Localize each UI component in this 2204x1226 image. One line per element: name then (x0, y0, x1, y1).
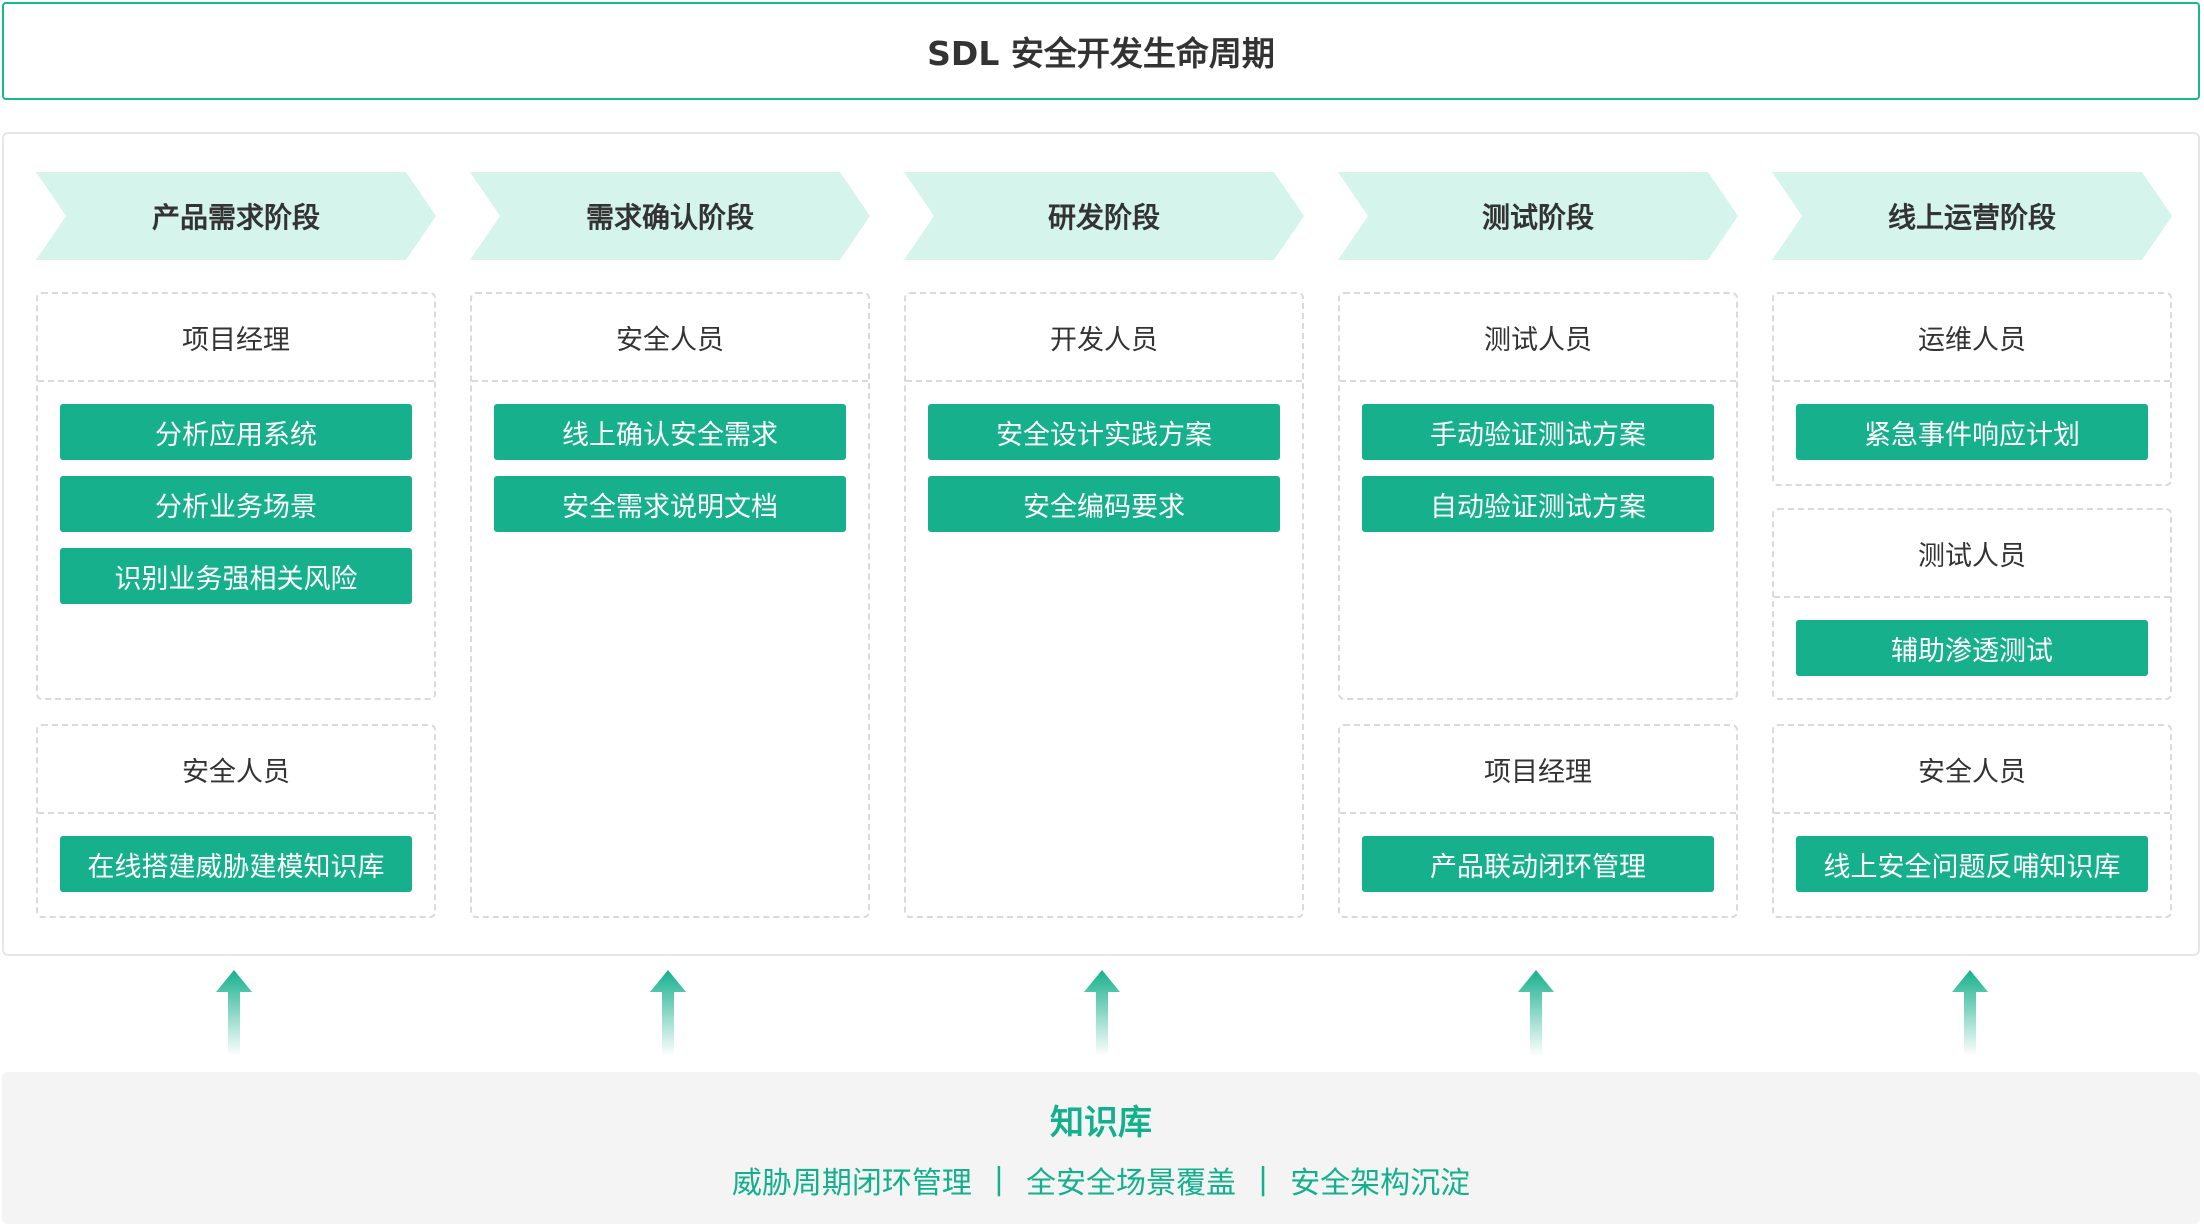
stage-label: 测试阶段 (1481, 201, 1594, 234)
task-item: 自动验证测试方案 (1362, 476, 1714, 532)
role-title: 安全人员 (472, 294, 868, 382)
task-item: 安全设计实践方案 (928, 404, 1280, 460)
role-title: 项目经理 (1340, 726, 1736, 814)
task-item: 在线搭建威胁建模知识库 (60, 836, 412, 892)
role-title: 测试人员 (1340, 294, 1736, 382)
role-group: 测试人员 手动验证测试方案 自动验证测试方案 (1338, 292, 1738, 700)
stage-column-online-operations: 线上运营阶段 运维人员 紧急事件响应计划 测试人员 辅助渗透测试 安全人员 线上… (1772, 172, 2172, 918)
task-item: 安全编码要求 (928, 476, 1280, 532)
knowledge-base-items: 威胁周期闭环管理 | 全安全场景覆盖 | 安全架构沉淀 (732, 1158, 1470, 1202)
task-item: 线上安全问题反哺知识库 (1796, 836, 2148, 892)
role-group: 测试人员 辅助渗透测试 (1772, 508, 2172, 700)
stage-header: 产品需求阶段 (36, 172, 436, 260)
task-item: 分析业务场景 (60, 476, 412, 532)
role-title: 安全人员 (1774, 726, 2170, 814)
role-group: 项目经理 产品联动闭环管理 (1338, 724, 1738, 918)
stage-column-development: 研发阶段 开发人员 安全设计实践方案 安全编码要求 (904, 172, 1304, 918)
knowledge-base-title: 知识库 (1050, 1102, 1152, 1143)
up-arrow-icon (1084, 970, 1120, 1056)
task-item: 分析应用系统 (60, 404, 412, 460)
chevron-arrow-shape (1772, 172, 2172, 260)
role-group: 开发人员 安全设计实践方案 安全编码要求 (904, 292, 1304, 918)
knowledge-base-panel: 知识库 威胁周期闭环管理 | 全安全场景覆盖 | 安全架构沉淀 (2, 1072, 2200, 1224)
stage-column-requirements-confirmation: 需求确认阶段 安全人员 线上确认安全需求 安全需求说明文档 (470, 172, 870, 918)
chevron-arrow-shape (36, 172, 436, 260)
task-item: 手动验证测试方案 (1362, 404, 1714, 460)
task-item: 识别业务强相关风险 (60, 548, 412, 604)
task-item: 线上确认安全需求 (494, 404, 846, 460)
separator: | (993, 1162, 1004, 1197)
separator: | (1258, 1162, 1269, 1197)
role-group: 运维人员 紧急事件响应计划 (1772, 292, 2172, 486)
up-arrow-icon (1518, 970, 1554, 1056)
task-item: 紧急事件响应计划 (1796, 404, 2148, 460)
role-group: 安全人员 线上确认安全需求 安全需求说明文档 (470, 292, 870, 918)
stage-header: 线上运营阶段 (1772, 172, 2172, 260)
stage-label: 研发阶段 (1047, 201, 1160, 234)
chevron-arrow-shape (1338, 172, 1738, 260)
role-title: 开发人员 (906, 294, 1302, 382)
task-item: 辅助渗透测试 (1796, 620, 2148, 676)
up-arrow-icon (216, 970, 252, 1056)
knowledge-base-item: 全安全场景覆盖 (1026, 1165, 1236, 1201)
stage-header: 研发阶段 (904, 172, 1304, 260)
lifecycle-stages-panel: 产品需求阶段 项目经理 分析应用系统 分析业务场景 识别业务强相关风险 安全人员… (2, 132, 2200, 956)
up-arrow-icon (1952, 970, 1988, 1056)
task-item: 安全需求说明文档 (494, 476, 846, 532)
knowledge-base-item: 威胁周期闭环管理 (731, 1165, 972, 1201)
stage-header: 测试阶段 (1338, 172, 1738, 260)
role-title: 安全人员 (38, 726, 434, 814)
chevron-arrow-shape (470, 172, 870, 260)
role-title: 项目经理 (38, 294, 434, 382)
task-item: 产品联动闭环管理 (1362, 836, 1714, 892)
up-arrow-icon (650, 970, 686, 1056)
role-group: 安全人员 线上安全问题反哺知识库 (1772, 724, 2172, 918)
stage-header: 需求确认阶段 (470, 172, 870, 260)
stage-column-product-requirements: 产品需求阶段 项目经理 分析应用系统 分析业务场景 识别业务强相关风险 安全人员… (36, 172, 436, 918)
stage-label: 产品需求阶段 (151, 201, 320, 234)
page-title: SDL 安全开发生命周期 (2, 2, 2200, 100)
role-title: 测试人员 (1774, 510, 2170, 598)
chevron-arrow-shape (904, 172, 1304, 260)
role-group: 安全人员 在线搭建威胁建模知识库 (36, 724, 436, 918)
role-title: 运维人员 (1774, 294, 2170, 382)
stage-label: 需求确认阶段 (585, 201, 754, 234)
stage-column-testing: 测试阶段 测试人员 手动验证测试方案 自动验证测试方案 项目经理 产品联动闭环管… (1338, 172, 1738, 918)
stage-label: 线上运营阶段 (1887, 201, 2056, 234)
knowledge-base-item: 安全架构沉淀 (1290, 1165, 1471, 1201)
role-group: 项目经理 分析应用系统 分析业务场景 识别业务强相关风险 (36, 292, 436, 700)
